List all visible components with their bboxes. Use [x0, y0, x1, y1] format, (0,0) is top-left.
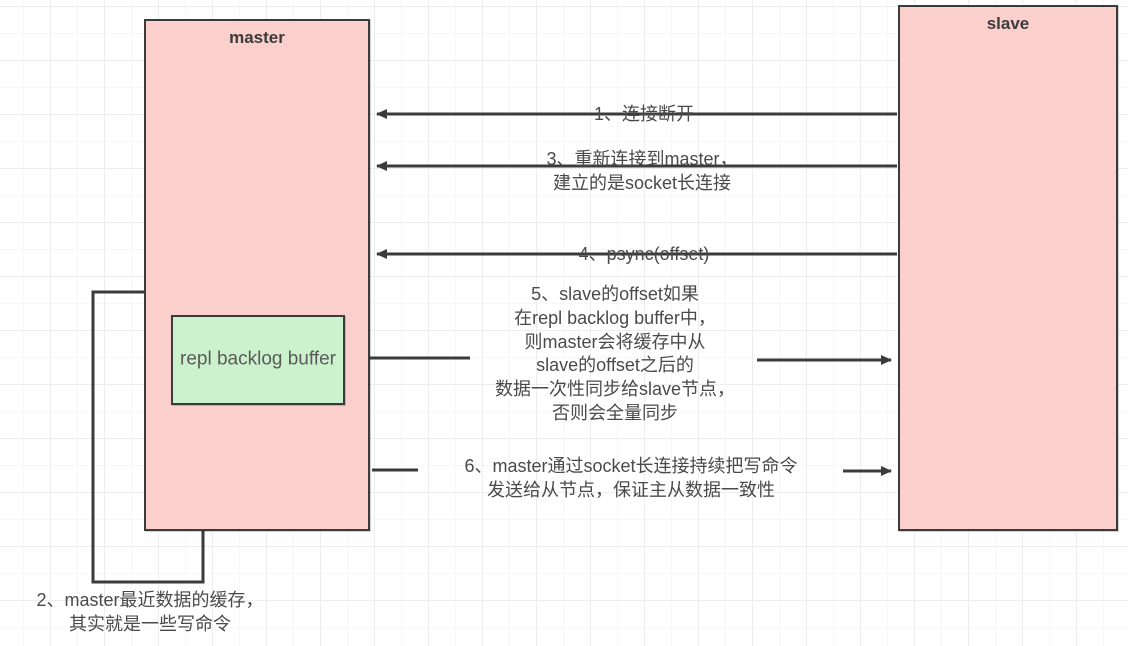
edge-label-step1: 1、连接断开	[593, 104, 694, 124]
edge-label-step6: 6、master通过socket长连接持续把写命令 发送给从节点，保证主从数据一…	[464, 456, 798, 500]
node-slave[interactable]: slave	[898, 5, 1118, 531]
edge-label-step5: 5、slave的offset如果 在repl backlog buffer中， …	[494, 284, 736, 423]
node-repl-backlog-buffer[interactable]: repl backlog buffer	[171, 315, 345, 405]
node-slave-title: slave	[986, 14, 1030, 33]
edge-label-step3: 3、重新连接到master， 建立的是socket长连接	[546, 149, 738, 193]
node-repl-backlog-buffer-label: repl backlog buffer	[180, 348, 336, 370]
edge-label-step4: 4、psync(offset)	[578, 244, 710, 264]
edge-label-step2: 2、master最近数据的缓存， 其实就是一些写命令	[36, 590, 264, 634]
node-master[interactable]: master	[144, 19, 370, 531]
node-master-title: master	[229, 28, 285, 47]
